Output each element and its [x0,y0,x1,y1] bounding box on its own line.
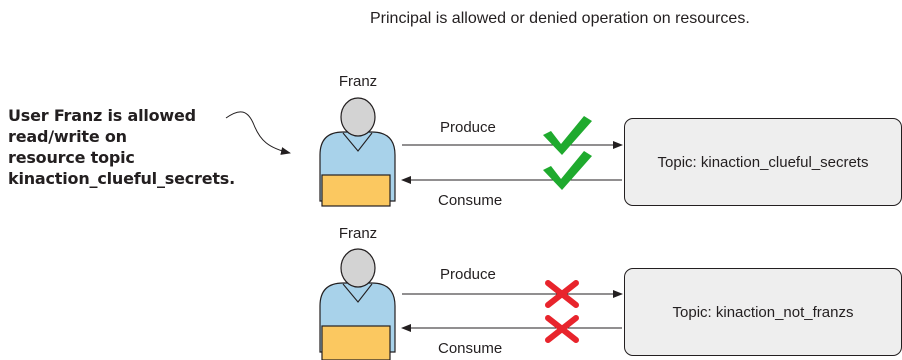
cross-icon [545,280,579,308]
check-icon [543,116,592,155]
callout-arrow [225,111,291,155]
user-at-laptop-icon [319,97,396,207]
callout-line: resource topic [8,148,135,167]
diagram-caption: Principal is allowed or denied operation… [370,10,750,27]
consume-label: Consume [438,192,503,209]
produce-label: Produce [440,266,496,283]
principal-label: Franz [338,73,378,90]
callout-line: read/write on [8,127,127,146]
principal-label: Franz [338,225,378,242]
callout-line: User Franz is allowed [8,106,196,125]
topic-box: Topic: kinaction_clueful_secrets [624,118,902,206]
callout-note: User Franz is allowed read/write on reso… [8,105,268,189]
consume-label: Consume [438,340,503,357]
produce-label: Produce [440,119,496,136]
topic-name: Topic: kinaction_not_franzs [672,303,854,321]
cross-icon [545,315,579,343]
topic-name: Topic: kinaction_clueful_secrets [657,153,869,171]
topic-box: Topic: kinaction_not_franzs [624,268,902,356]
callout-line: kinaction_clueful_secrets. [8,169,236,188]
user-at-laptop-icon [319,248,396,360]
check-icon [543,151,592,190]
